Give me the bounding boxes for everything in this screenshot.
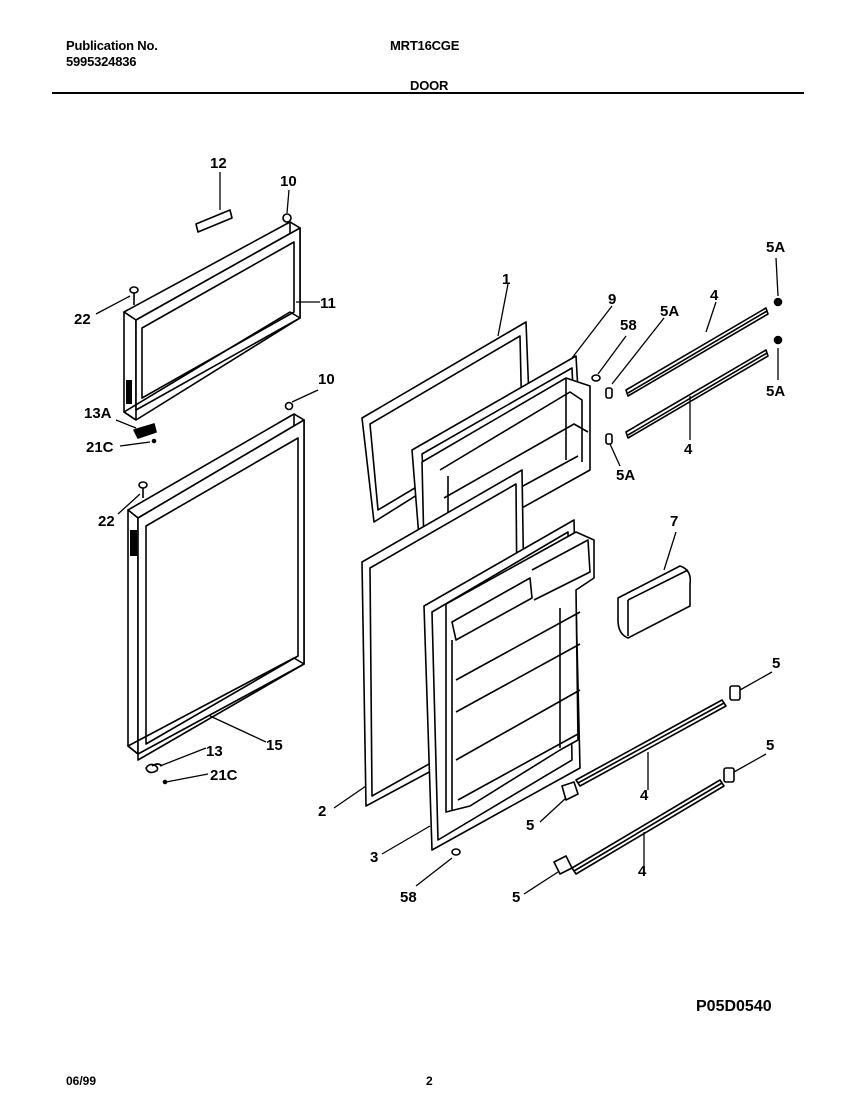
label-10-fresh: 10: [318, 371, 335, 388]
trim-strip-lower-1: [575, 699, 727, 787]
leader-lines: [95, 172, 779, 895]
label-5a-right: 5A: [766, 383, 785, 400]
header-rule: [52, 92, 804, 94]
model-number: MRT16CGE: [390, 38, 460, 53]
end-caps-5a: [605, 297, 783, 445]
drawing-code: P05D0540: [696, 998, 772, 1015]
label-5-left-lower: 5: [512, 889, 520, 906]
label-21c-upper: 21C: [86, 439, 114, 456]
label-2: 2: [318, 803, 326, 820]
label-15: 15: [266, 737, 283, 754]
label-5a-lower-left: 5A: [616, 467, 635, 484]
label-10-freezer: 10: [280, 173, 297, 190]
label-4-third: 4: [640, 787, 649, 804]
label-11: 11: [320, 295, 336, 312]
label-3: 3: [370, 849, 378, 866]
label-12: 12: [210, 155, 227, 172]
label-4-bottom: 4: [638, 863, 647, 880]
trim-strip-upper-2: [625, 349, 769, 439]
label-13a: 13A: [84, 405, 112, 422]
label-4-second: 4: [684, 441, 693, 458]
publication-number: 5995324836: [66, 54, 137, 69]
label-21c-lower: 21C: [210, 767, 238, 784]
label-5-left-upper: 5: [526, 817, 534, 834]
label-58-lower: 58: [400, 889, 417, 906]
end-caps-5: [553, 685, 741, 875]
screws-58: [451, 374, 601, 856]
section-title: DOOR: [410, 78, 449, 93]
freezer-door-panel: [123, 209, 301, 421]
label-9: 9: [608, 291, 616, 308]
trim-strip-lower-2: [571, 779, 725, 875]
label-1: 1: [502, 271, 510, 288]
label-22-fresh: 22: [98, 513, 115, 530]
publication-label: Publication No.: [66, 38, 158, 53]
door-handle: [617, 565, 692, 639]
fresh-food-door-liner: [423, 519, 595, 851]
label-5-right-lower: 5: [766, 737, 774, 754]
label-13: 13: [206, 743, 223, 760]
label-5a-top-right: 5A: [766, 239, 785, 256]
label-5a-upper-left: 5A: [660, 303, 679, 320]
label-5-right-upper: 5: [772, 655, 780, 672]
page-number: 2: [426, 1074, 433, 1088]
label-7: 7: [670, 513, 678, 530]
footer-date: 06/99: [66, 1074, 97, 1088]
label-58-upper: 58: [620, 317, 637, 334]
label-4-upper: 4: [710, 287, 719, 304]
trim-strip-upper-1: [625, 307, 769, 397]
label-22-freezer: 22: [74, 311, 91, 328]
fresh-food-door-panel: [127, 401, 305, 761]
